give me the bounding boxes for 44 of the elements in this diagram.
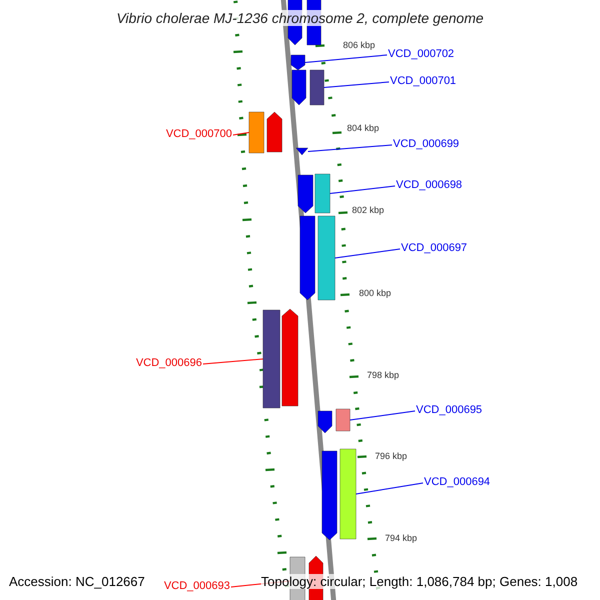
scale-label: 798 kbp — [367, 370, 400, 380]
gene-block — [282, 309, 298, 406]
scale-label: 806 kbp — [343, 40, 376, 50]
gene-block — [291, 55, 305, 70]
gene-block — [322, 451, 337, 540]
leader-line — [350, 410, 416, 420]
scale-label: 800 kbp — [359, 288, 392, 298]
gene-block — [298, 175, 313, 213]
gene-label: VCD_000695 — [416, 404, 482, 416]
leader-line — [308, 144, 392, 152]
scale-label: 794 kbp — [385, 533, 418, 543]
leader-line — [324, 82, 390, 88]
gene-block — [318, 411, 332, 433]
leader-line — [334, 248, 400, 258]
gene-block — [300, 216, 315, 300]
gene-block — [249, 112, 264, 153]
gene-label: VCD_000699 — [393, 138, 460, 150]
gene-block — [315, 174, 330, 213]
title: Vibrio cholerae MJ-1236 chromosome 2, complete genome — [116, 10, 484, 26]
gene-block — [318, 216, 335, 300]
gene-label: VCD_000694 — [424, 476, 490, 488]
scale-label: 804 kbp — [347, 123, 380, 133]
gene-block — [296, 148, 308, 155]
summary-text: Topology: circular; Length: 1,086,784 bp; Genes: 1,008 — [261, 574, 578, 589]
leader-line — [232, 132, 250, 136]
scale-label: 802 kbp — [352, 205, 384, 215]
gene-label: VCD_000700 — [166, 128, 232, 140]
gene-label: VCD_000693 — [164, 580, 230, 592]
gene-block — [310, 70, 324, 105]
gene-block — [263, 310, 280, 408]
leader-line — [356, 482, 424, 494]
gene-label: VCD_000698 — [396, 179, 462, 191]
scale-label: 796 kbp — [375, 451, 408, 461]
gene-block — [267, 112, 282, 152]
gene-block — [336, 409, 350, 431]
gene-label: VCD_000702 — [388, 48, 454, 60]
leader-line — [304, 54, 388, 63]
gene-label: VCD_000696 — [136, 357, 202, 369]
leader-line — [202, 358, 264, 364]
gene-label: VCD_000697 — [401, 242, 468, 254]
gene-block — [340, 449, 356, 539]
leader-line — [330, 186, 396, 194]
gene-label: VCD_000701 — [390, 75, 456, 87]
accession-text: Accession: NC_012667 — [9, 574, 145, 589]
